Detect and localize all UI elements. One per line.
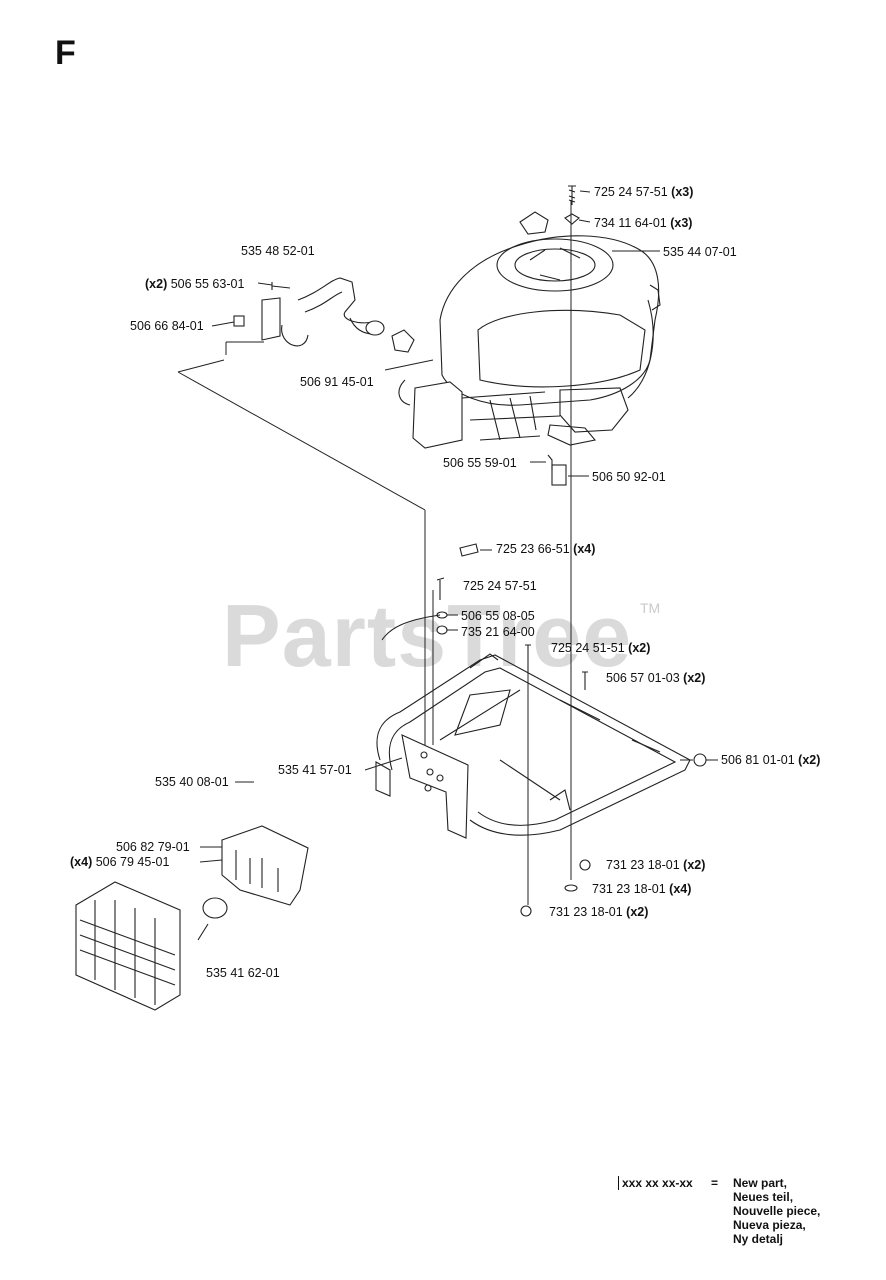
part-label: 506 66 84-01 [130, 319, 204, 333]
legend-translation: Neues teil, [733, 1190, 794, 1204]
part-label: 506 50 92-01 [592, 470, 666, 484]
part-label: 535 40 08-01 [155, 775, 229, 789]
part-label: 725 23 66-51 (x4) [496, 542, 595, 556]
part-label: 535 41 57-01 [278, 763, 352, 777]
part-label: 506 82 79-01 [116, 840, 190, 854]
legend-equals: = [711, 1176, 719, 1190]
part-label: 731 23 18-01 (x4) [592, 882, 691, 896]
section-letter: F [55, 34, 76, 72]
part-label: 735 21 64-00 [461, 625, 535, 639]
part-label: 725 24 57-51 [463, 579, 537, 593]
fastener-drawings [436, 185, 707, 917]
exhaust-pipe-drawing [233, 277, 415, 353]
watermark-logo: PartsTree [222, 586, 633, 685]
part-label: 725 24 57-51 (x3) [594, 185, 693, 199]
part-label: 734 11 64-01 (x3) [594, 216, 692, 230]
legend-translation: Nueva pieza, [733, 1218, 806, 1232]
bracket-plate-drawing [375, 734, 469, 839]
part-label: 506 57 01-03 (x2) [606, 671, 705, 685]
engine-drawing [398, 211, 661, 449]
air-filter-drawing [75, 825, 309, 1011]
part-label: 506 91 45-01 [300, 375, 374, 389]
part-label: 506 81 01-01 (x2) [721, 753, 820, 767]
legend-code: xxx xx xx-xx [618, 1176, 693, 1190]
part-label: 731 23 18-01 (x2) [549, 905, 648, 919]
legend-translation: Ny detalj [733, 1232, 784, 1246]
part-label: (x4) 506 79 45-01 [70, 855, 169, 869]
part-label: (x2) 506 55 63-01 [145, 277, 244, 291]
legend-translation: Nouvelle piece, [733, 1204, 821, 1218]
legend-translations: New part, Neues teil, Nouvelle piece, Nu… [733, 1176, 820, 1246]
part-label: 506 55 59-01 [443, 456, 517, 470]
part-label: 506 55 08-05 [461, 609, 535, 623]
part-label: 725 24 51-51 (x2) [551, 641, 650, 655]
legend-translation: New part, [733, 1176, 788, 1190]
leader-lines [177, 190, 718, 905]
part-label: 535 48 52-01 [241, 244, 315, 258]
part-labels: 725 24 57-51 (x3) 734 11 64-01 (x3) 535 … [70, 185, 820, 980]
watermark-trademark: TM [640, 600, 661, 616]
part-label: 535 44 07-01 [663, 245, 737, 259]
part-label: 731 23 18-01 (x2) [606, 858, 705, 872]
part-label: 535 41 62-01 [206, 966, 280, 980]
